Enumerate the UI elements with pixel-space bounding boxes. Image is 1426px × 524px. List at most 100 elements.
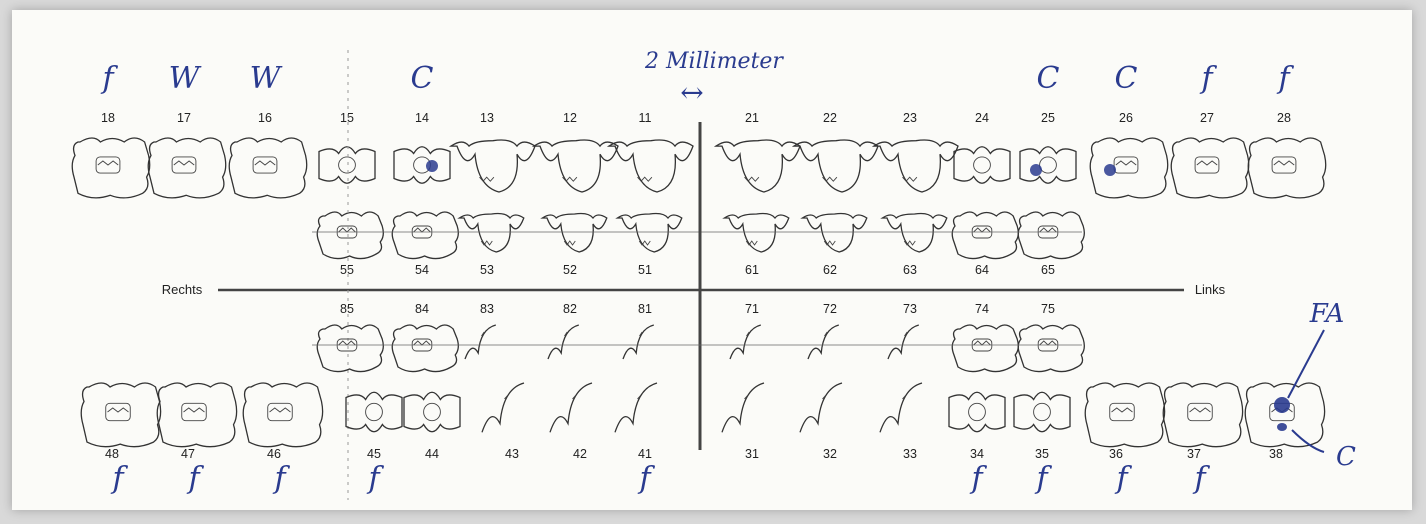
tooth-55 (317, 212, 383, 259)
tooth-number-82: 82 (563, 302, 577, 316)
label-c-38: C (1336, 442, 1356, 472)
tooth-number-83: 83 (480, 302, 494, 316)
tooth-number-55: 55 (340, 263, 354, 277)
tooth-54 (392, 212, 458, 259)
fa-marking (1274, 397, 1290, 413)
tooth-number-53: 53 (480, 263, 494, 277)
tooth-62 (802, 214, 866, 253)
tooth-number-13: 13 (480, 111, 494, 125)
tooth-26 (1090, 138, 1168, 198)
tooth-21 (716, 140, 800, 192)
caries-marking-38 (1277, 423, 1287, 431)
tooth-mark-26: C (1115, 61, 1138, 96)
tooth-number-45: 45 (367, 447, 381, 461)
tooth-mark-16: W (250, 61, 283, 96)
tooth-51 (617, 214, 681, 253)
tooth-25 (1020, 147, 1076, 184)
tooth-mark-46: f (272, 461, 290, 496)
tooth-mark-27: f (1199, 61, 1217, 96)
tooth-27 (1171, 138, 1249, 198)
tooth-number-84: 84 (415, 302, 429, 316)
tooth-number-11: 11 (639, 111, 652, 125)
tooth-11 (609, 140, 693, 192)
tooth-42 (550, 383, 592, 432)
tooth-31 (722, 383, 764, 432)
tooth-number-27: 27 (1200, 111, 1214, 125)
tooth-15 (319, 147, 375, 184)
tooth-number-63: 63 (903, 263, 917, 277)
tooth-22 (794, 140, 878, 192)
tooth-number-72: 72 (823, 302, 837, 316)
tooth-12 (534, 140, 618, 192)
tooth-46 (243, 383, 322, 447)
tooth-63 (882, 214, 946, 253)
tooth-84 (392, 325, 458, 372)
tooth-number-47: 47 (181, 447, 195, 461)
tooth-number-34: 34 (970, 447, 984, 461)
tooth-53 (459, 214, 523, 253)
caries-marking (1104, 164, 1116, 176)
tooth-number-74: 74 (975, 302, 989, 316)
tooth-23 (874, 140, 958, 192)
tooth-number-32: 32 (823, 447, 837, 461)
tooth-33 (880, 383, 922, 432)
tooth-mark-35: f (1034, 461, 1052, 496)
tooth-number-14: 14 (415, 111, 429, 125)
tooth-number-75: 75 (1041, 302, 1055, 316)
tooth-number-22: 22 (823, 111, 837, 125)
tooth-mark-17: W (169, 61, 202, 96)
tooth-64 (952, 212, 1018, 259)
tooth-number-26: 26 (1119, 111, 1133, 125)
tooth-mark-47: f (186, 461, 204, 496)
tooth-85 (317, 325, 383, 372)
tooth-32 (800, 383, 842, 432)
tooth-65 (1018, 212, 1084, 259)
label-links: Links (1195, 282, 1226, 297)
tooth-44 (404, 392, 460, 432)
tooth-81 (623, 325, 654, 359)
tooth-16 (229, 138, 307, 198)
tooth-mark-36: f (1114, 461, 1132, 496)
tooth-37 (1163, 383, 1242, 447)
tooth-number-64: 64 (975, 263, 989, 277)
tooth-number-37: 37 (1187, 447, 1201, 461)
tooth-36 (1085, 383, 1164, 447)
tooth-number-25: 25 (1041, 111, 1055, 125)
tooth-number-62: 62 (823, 263, 837, 277)
tooth-number-15: 15 (340, 111, 354, 125)
tooth-number-33: 33 (903, 447, 917, 461)
tooth-number-52: 52 (563, 263, 577, 277)
tooth-number-61: 61 (745, 263, 759, 277)
tooth-number-41: 41 (638, 447, 652, 461)
caries-marking (1030, 164, 1042, 176)
tooth-number-28: 28 (1277, 111, 1291, 125)
tooth-47 (157, 383, 236, 447)
tooth-45 (346, 392, 402, 432)
tooth-48 (81, 383, 160, 447)
tooth-75 (1018, 325, 1084, 372)
tooth-18 (72, 138, 150, 198)
tooth-number-54: 54 (415, 263, 429, 277)
tooth-43 (482, 383, 524, 432)
tooth-mark-25: C (1037, 61, 1060, 96)
tooth-mark-48: f (110, 461, 128, 496)
tooth-number-35: 35 (1035, 447, 1049, 461)
tooth-24 (954, 147, 1010, 184)
tooth-41 (615, 383, 657, 432)
tooth-number-43: 43 (505, 447, 519, 461)
tooth-mark-18: f (100, 61, 118, 96)
tooth-38 (1245, 383, 1324, 447)
tooth-35 (1014, 392, 1070, 432)
tooth-mark-41: f (637, 461, 655, 496)
fa-pointer (1288, 330, 1324, 398)
caries-marking (426, 160, 438, 172)
tooth-number-16: 16 (258, 111, 272, 125)
tooth-number-48: 48 (105, 447, 119, 461)
tooth-61 (724, 214, 788, 253)
tooth-14 (394, 147, 450, 184)
tooth-number-21: 21 (745, 111, 759, 125)
tooth-28 (1248, 138, 1326, 198)
tooth-number-38: 38 (1269, 447, 1283, 461)
